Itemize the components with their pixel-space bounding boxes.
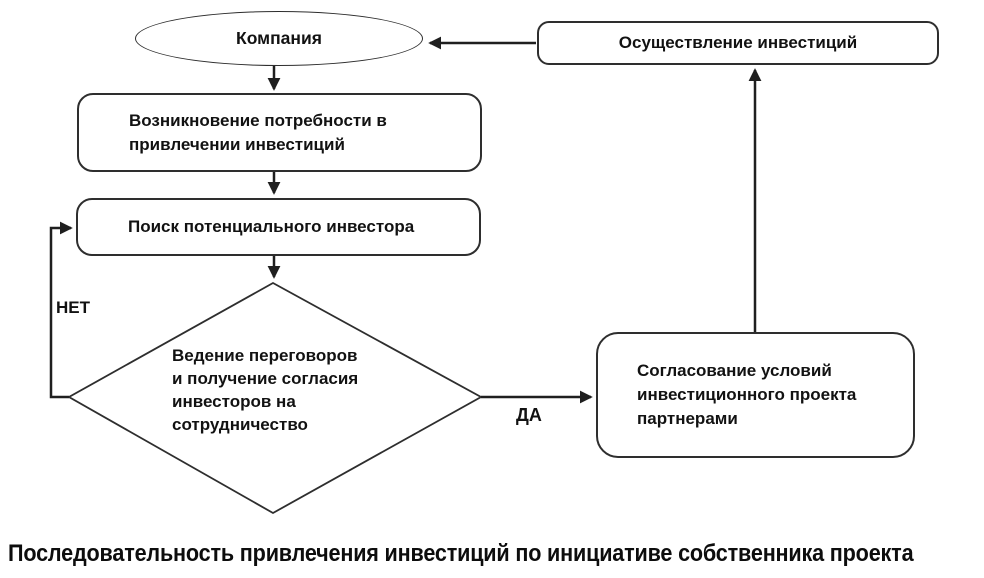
node-need: Возникновение потребности в привлечении … <box>77 93 482 172</box>
node-agreement-label-line3: партнерами <box>637 409 738 428</box>
node-company-label: Компания <box>236 28 322 48</box>
arrow-no-loop-to-search <box>49 221 73 399</box>
diagram-caption: Последовательность привлечения инвестици… <box>8 540 914 567</box>
node-negotiation-label-line4: сотрудничество <box>172 415 308 434</box>
node-negotiation-label-line3: инвесторов на <box>172 392 296 411</box>
edge-label-yes: ДА <box>516 405 542 425</box>
node-need-label-line2: привлечении инвестиций <box>129 134 345 154</box>
edge-label-no: НЕТ <box>56 298 90 317</box>
node-need-label-line1: Возникновение потребности в <box>129 110 387 130</box>
node-agreement-label-line2: инвестиционного проекта <box>637 385 857 404</box>
node-search-label: Поиск потенциального инвестора <box>128 217 415 236</box>
node-agreement: Согласование условий инвестиционного про… <box>596 332 915 458</box>
node-agreement-label-line1: Согласование условий <box>637 361 832 380</box>
node-negotiation-label-line1: Ведение переговоров <box>172 346 358 365</box>
node-negotiation-label-line2: и получение согласия <box>172 369 359 388</box>
node-negotiation-label: Ведение переговоров и получение согласия… <box>172 344 396 436</box>
node-company: Компания <box>135 11 423 66</box>
negotiation-diamond-shape <box>67 281 483 515</box>
node-search: Поиск потенциального инвестора <box>76 198 481 256</box>
node-implementation-label: Осуществление инвестиций <box>618 33 858 52</box>
node-implementation: Осуществление инвестиций <box>537 21 939 65</box>
